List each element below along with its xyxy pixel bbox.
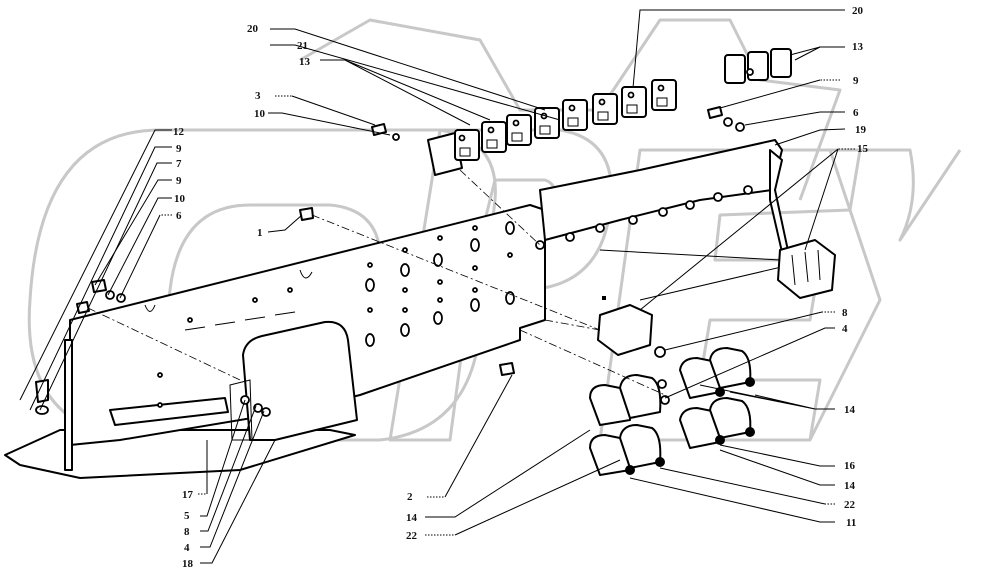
callout-15: 15 — [857, 143, 869, 155]
callout-18: 18 — [182, 558, 194, 570]
callout-6-left: 6 — [176, 210, 182, 222]
relay — [534, 107, 560, 139]
fasteners — [35, 106, 745, 415]
callout-labels: 20 21 13 3 10 20 13 9 6 19 15 12 9 7 9 1… — [173, 5, 869, 570]
callout-17: 17 — [182, 489, 194, 501]
callout-3: 3 — [255, 90, 261, 102]
callout-16: 16 — [844, 460, 856, 472]
relay — [592, 93, 618, 125]
callout-7: 7 — [176, 158, 182, 170]
callout-22-bottom: 22 — [406, 530, 418, 542]
relay — [562, 99, 588, 131]
relay — [621, 86, 647, 118]
relay-row — [427, 79, 677, 176]
relay — [651, 79, 677, 111]
callout-11: 11 — [846, 517, 856, 529]
callout-14-right-b: 14 — [844, 480, 856, 492]
callout-14-right-a: 14 — [844, 404, 856, 416]
callout-13-left: 13 — [299, 56, 311, 68]
callout-9-right: 9 — [853, 75, 859, 87]
callout-12: 12 — [173, 126, 185, 138]
callout-2: 2 — [407, 491, 413, 503]
relay-sockets — [535, 185, 753, 250]
callout-8-right: 8 — [842, 307, 848, 319]
callout-5: 5 — [184, 510, 190, 522]
callout-10-left: 10 — [174, 193, 186, 205]
callout-22-right: 22 — [844, 499, 856, 511]
callout-19: 19 — [855, 124, 867, 136]
plate-holes — [157, 221, 515, 408]
relay — [454, 129, 480, 161]
assembly-lines — [87, 169, 666, 396]
callout-4-left: 4 — [184, 542, 190, 554]
solenoid-relays — [589, 347, 755, 476]
leader-lines — [19, 9, 855, 564]
callout-1: 1 — [257, 227, 263, 239]
callout-20-top-right: 20 — [852, 5, 864, 17]
callout-8-left: 8 — [184, 526, 190, 538]
relay — [481, 121, 507, 153]
callout-20-top-left: 20 — [247, 23, 259, 35]
spare-relays — [724, 48, 792, 84]
callout-9-left-a: 9 — [176, 143, 182, 155]
callout-14-bottom: 14 — [406, 512, 418, 524]
relay-rail-plate — [535, 139, 791, 320]
fuse-holders — [597, 239, 836, 358]
relay — [506, 114, 532, 146]
callout-13-right: 13 — [852, 41, 864, 53]
callout-9-left-b: 9 — [176, 175, 182, 187]
callout-10-top: 10 — [254, 108, 266, 120]
callout-21: 21 — [297, 40, 308, 52]
callout-6-right: 6 — [853, 107, 859, 119]
callout-4-right: 4 — [842, 323, 848, 335]
